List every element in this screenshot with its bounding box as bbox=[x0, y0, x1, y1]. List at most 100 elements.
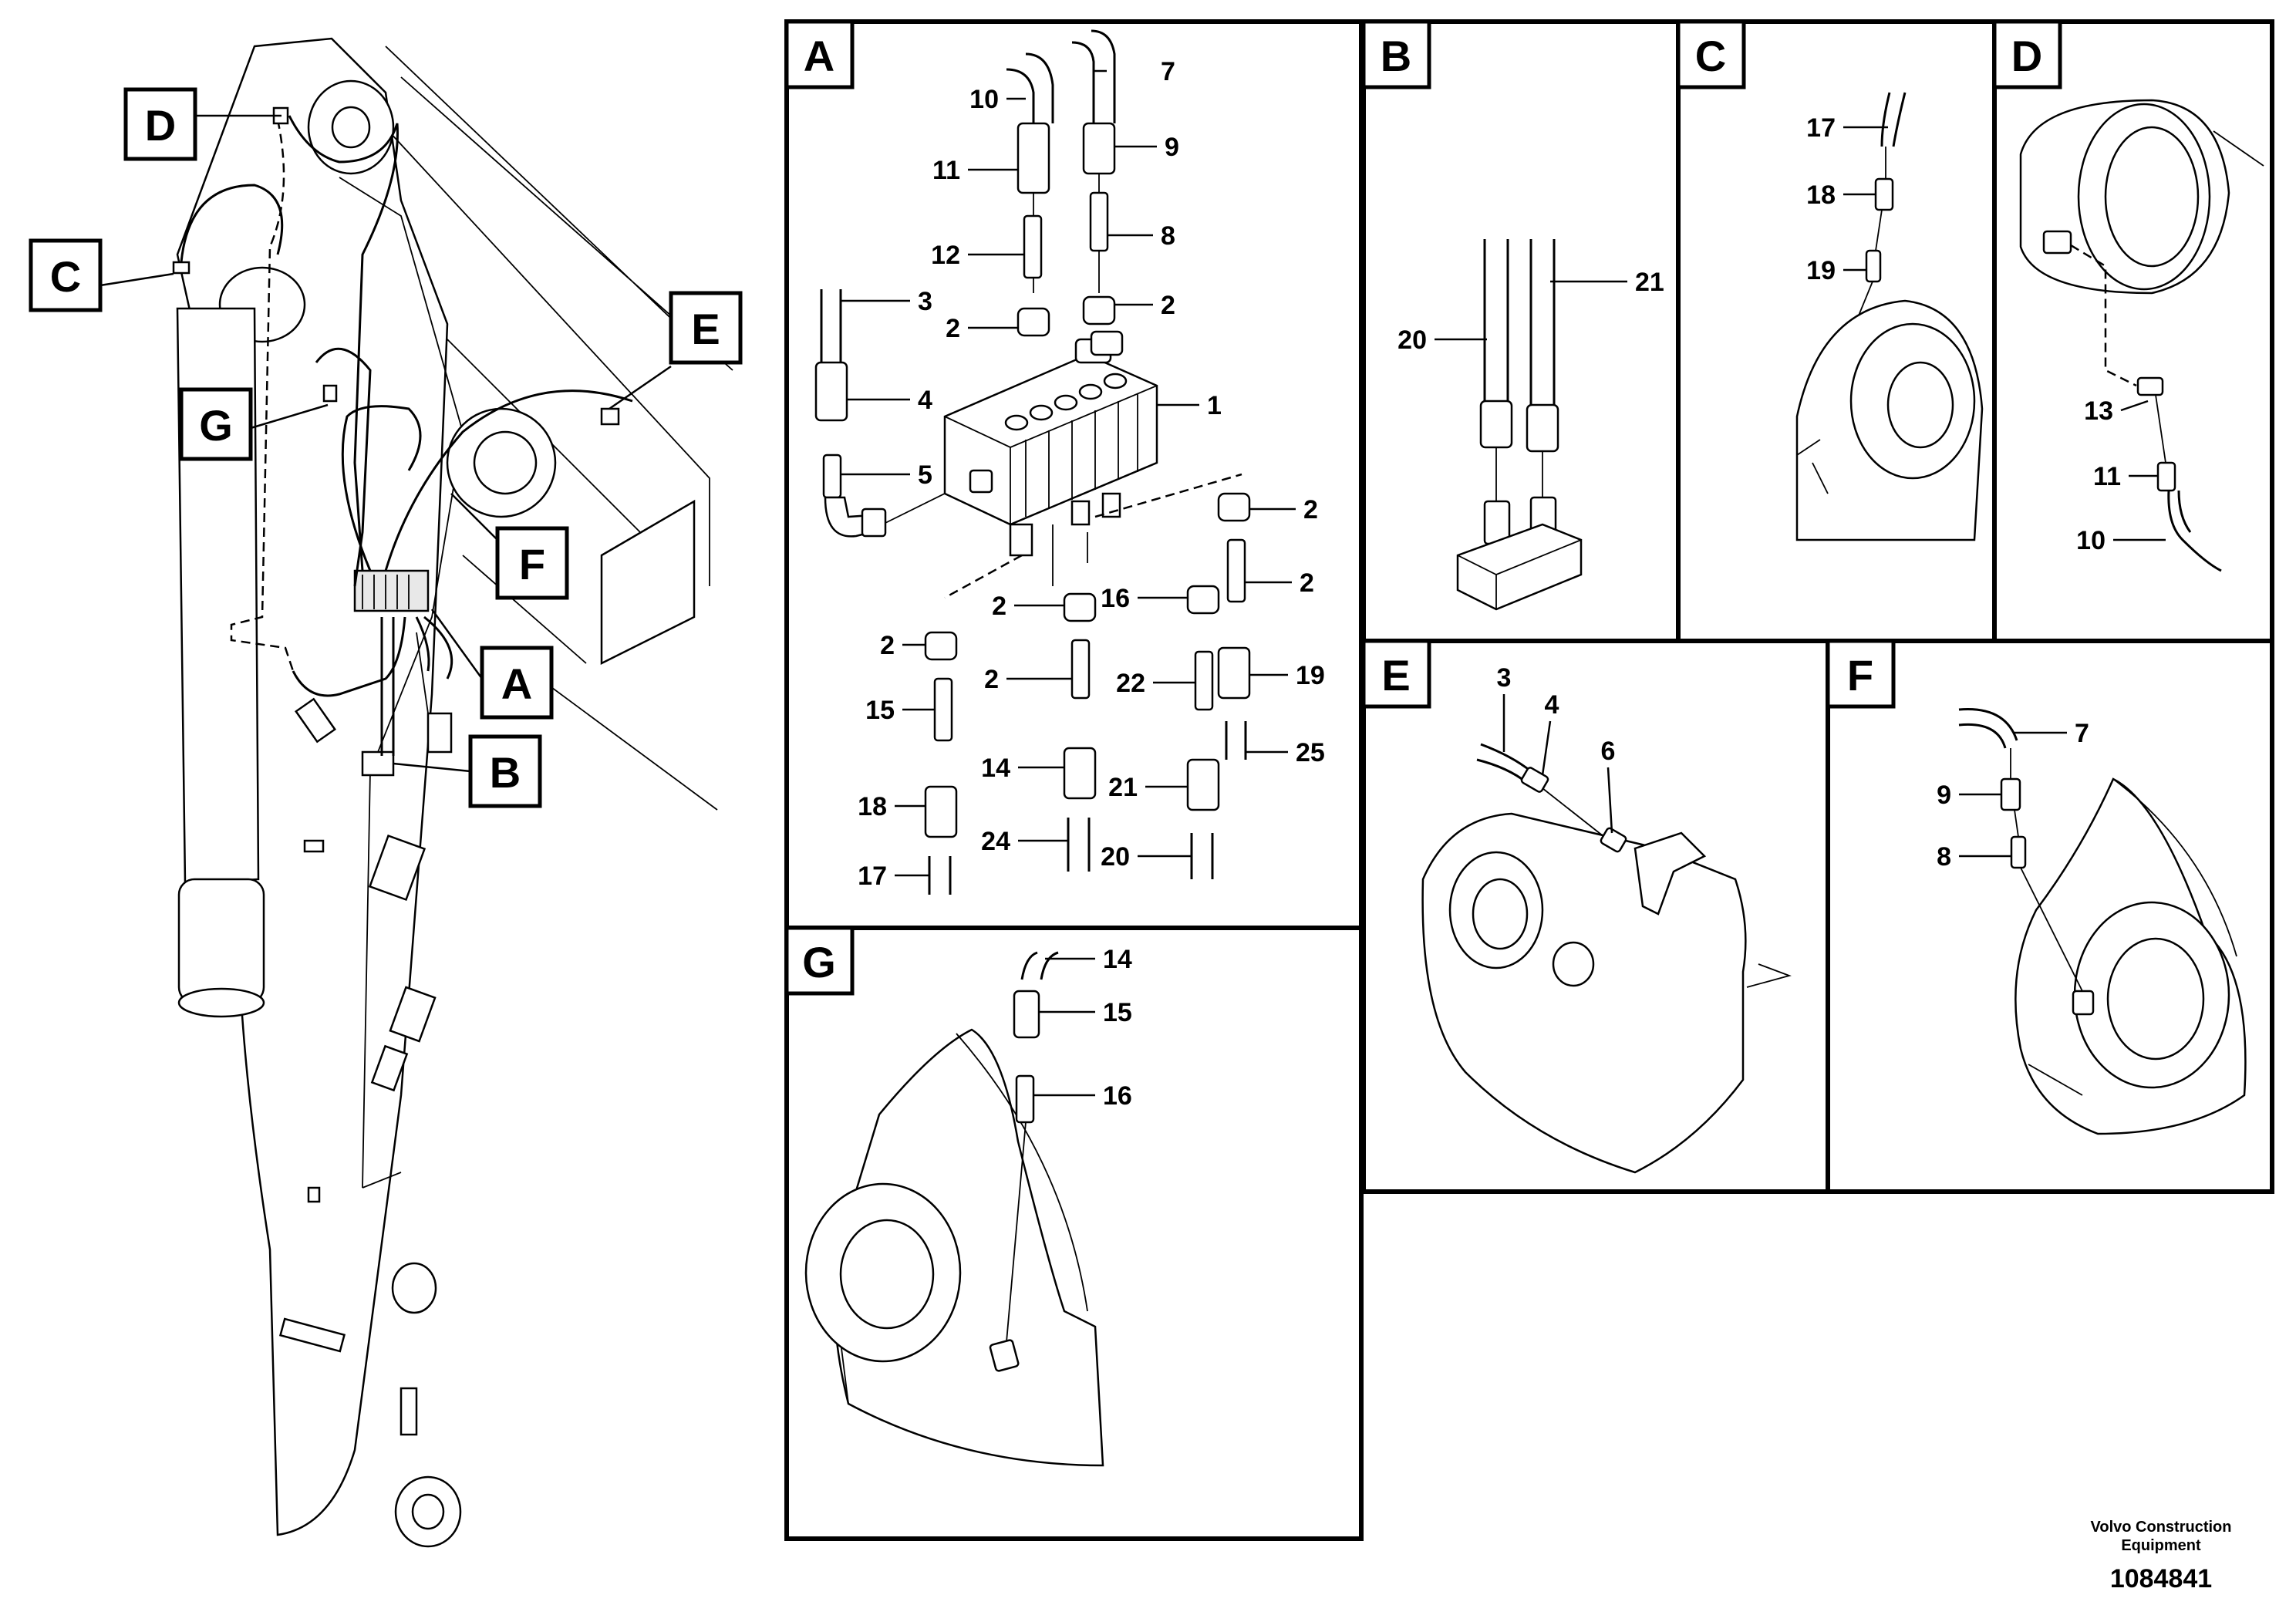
svg-text:10: 10 bbox=[969, 85, 999, 114]
svg-text:25: 25 bbox=[1296, 738, 1325, 767]
svg-text:11: 11 bbox=[932, 156, 960, 185]
adapter-13-D bbox=[2136, 376, 2164, 396]
brand-line-1: Volvo Construction bbox=[2091, 1519, 2232, 1536]
svg-text:17: 17 bbox=[858, 862, 887, 891]
svg-text:D: D bbox=[2011, 32, 2042, 80]
svg-text:B: B bbox=[490, 748, 521, 797]
svg-text:7: 7 bbox=[1161, 57, 1175, 86]
adapter-19 bbox=[1194, 650, 1214, 711]
svg-text:2: 2 bbox=[880, 631, 895, 660]
adapter-22 bbox=[1070, 639, 1091, 700]
nipple-G bbox=[989, 1339, 1020, 1372]
cap-2-top-right bbox=[1082, 295, 1116, 325]
hose-fitting-15-G bbox=[1013, 990, 1040, 1039]
svg-text:2: 2 bbox=[1161, 291, 1175, 320]
svg-text:24: 24 bbox=[981, 827, 1010, 856]
junction-block-B bbox=[1456, 523, 1583, 611]
svg-text:2: 2 bbox=[1303, 495, 1318, 524]
hose-fitting-18-C bbox=[1874, 177, 1894, 211]
junction-block-overview bbox=[361, 750, 395, 777]
svg-text:7: 7 bbox=[2075, 719, 2089, 748]
svg-text:14: 14 bbox=[1103, 945, 1132, 974]
adapter-16-G bbox=[1015, 1074, 1035, 1124]
panel-D: D 13 11 10 bbox=[1992, 19, 2264, 572]
svg-text:3: 3 bbox=[1497, 663, 1512, 693]
svg-text:10: 10 bbox=[2076, 526, 2106, 555]
svg-text:18: 18 bbox=[1806, 180, 1836, 210]
panel-G-frame bbox=[784, 926, 1364, 1541]
panel-A-letter: A bbox=[784, 19, 855, 89]
panel-G-letter: G bbox=[784, 926, 855, 996]
hose-fitting-24 bbox=[924, 785, 958, 838]
svg-text:15: 15 bbox=[865, 696, 895, 725]
cap-2-lower-c bbox=[1186, 585, 1220, 615]
svg-text:20: 20 bbox=[1397, 325, 1427, 355]
panel-E: E 3 4 6 bbox=[1361, 639, 1792, 1174]
svg-text:15: 15 bbox=[1103, 998, 1132, 1027]
adapter-19-C bbox=[1865, 249, 1882, 283]
svg-text:E: E bbox=[1381, 651, 1410, 700]
callout-B[interactable]: B bbox=[468, 734, 542, 808]
svg-text:8: 8 bbox=[1161, 221, 1175, 251]
svg-text:6: 6 bbox=[1601, 737, 1616, 766]
svg-text:4: 4 bbox=[918, 386, 932, 415]
panel-F-letter: F bbox=[1826, 639, 1896, 709]
hose-fitting-21 bbox=[1063, 747, 1097, 800]
svg-text:9: 9 bbox=[1937, 781, 1951, 810]
panel-C-letter: C bbox=[1676, 19, 1746, 89]
adapter-8 bbox=[1089, 191, 1109, 252]
svg-text:C: C bbox=[1695, 32, 1726, 80]
boom-overview: D C G E F A B bbox=[29, 37, 743, 1548]
svg-text:A: A bbox=[501, 659, 532, 708]
svg-text:16: 16 bbox=[1103, 1081, 1132, 1111]
callout-G[interactable]: G bbox=[179, 387, 253, 461]
cap-2-lower-b bbox=[1063, 592, 1097, 622]
cap-2-lower-a bbox=[924, 631, 958, 661]
svg-text:3: 3 bbox=[918, 287, 932, 316]
panel-B: B 21 20 bbox=[1361, 19, 1664, 611]
callout-D[interactable]: D bbox=[123, 87, 197, 161]
svg-text:2: 2 bbox=[992, 592, 1006, 621]
callout-C[interactable]: C bbox=[29, 238, 103, 312]
svg-text:1: 1 bbox=[1207, 391, 1222, 420]
svg-text:F: F bbox=[519, 540, 545, 588]
brand-line-2: Equipment bbox=[2121, 1537, 2201, 1554]
svg-text:21: 21 bbox=[1108, 773, 1138, 802]
adapter-16 bbox=[1226, 538, 1246, 603]
svg-text:5: 5 bbox=[918, 460, 932, 490]
svg-text:16: 16 bbox=[1101, 584, 1130, 613]
drawing-footer: Volvo Construction Equipment 1084841 bbox=[2091, 1519, 2232, 1593]
svg-text:G: G bbox=[199, 401, 233, 450]
callout-A[interactable]: A bbox=[480, 646, 554, 720]
cap-2-top-left bbox=[1017, 307, 1050, 337]
svg-text:19: 19 bbox=[1806, 256, 1836, 285]
svg-text:19: 19 bbox=[1296, 661, 1325, 690]
panel-B-letter: B bbox=[1361, 19, 1431, 89]
svg-text:13: 13 bbox=[2084, 396, 2113, 426]
hose-fitting-9-F bbox=[2000, 777, 2021, 811]
hose-fitting-11 bbox=[1017, 122, 1050, 194]
hose-fitting-21 bbox=[1526, 403, 1559, 453]
hose-fitting-4-E bbox=[1520, 767, 1549, 793]
panel-C: C 17 18 19 bbox=[1676, 19, 1984, 541]
svg-text:D: D bbox=[145, 101, 176, 150]
callout-F[interactable]: F bbox=[495, 526, 569, 600]
svg-text:11: 11 bbox=[2093, 462, 2121, 491]
hose-fitting-15 bbox=[1217, 646, 1251, 700]
hose-fitting-4 bbox=[814, 361, 848, 422]
svg-text:4: 4 bbox=[1545, 690, 1559, 720]
svg-text:A: A bbox=[804, 32, 834, 80]
svg-text:2: 2 bbox=[946, 314, 960, 343]
hose-fitting-11-D bbox=[2156, 461, 2176, 492]
svg-text:14: 14 bbox=[981, 754, 1010, 783]
panel-F: F 7 9 8 bbox=[1826, 639, 2247, 1135]
svg-text:C: C bbox=[50, 252, 81, 301]
svg-text:21: 21 bbox=[1635, 268, 1664, 297]
svg-text:B: B bbox=[1381, 32, 1411, 80]
distributor-block-overview bbox=[353, 569, 430, 612]
callout-E[interactable]: E bbox=[669, 291, 743, 365]
panel-F-frame bbox=[1826, 639, 2274, 1194]
adapter-5 bbox=[822, 454, 842, 499]
svg-text:22: 22 bbox=[1116, 669, 1145, 698]
